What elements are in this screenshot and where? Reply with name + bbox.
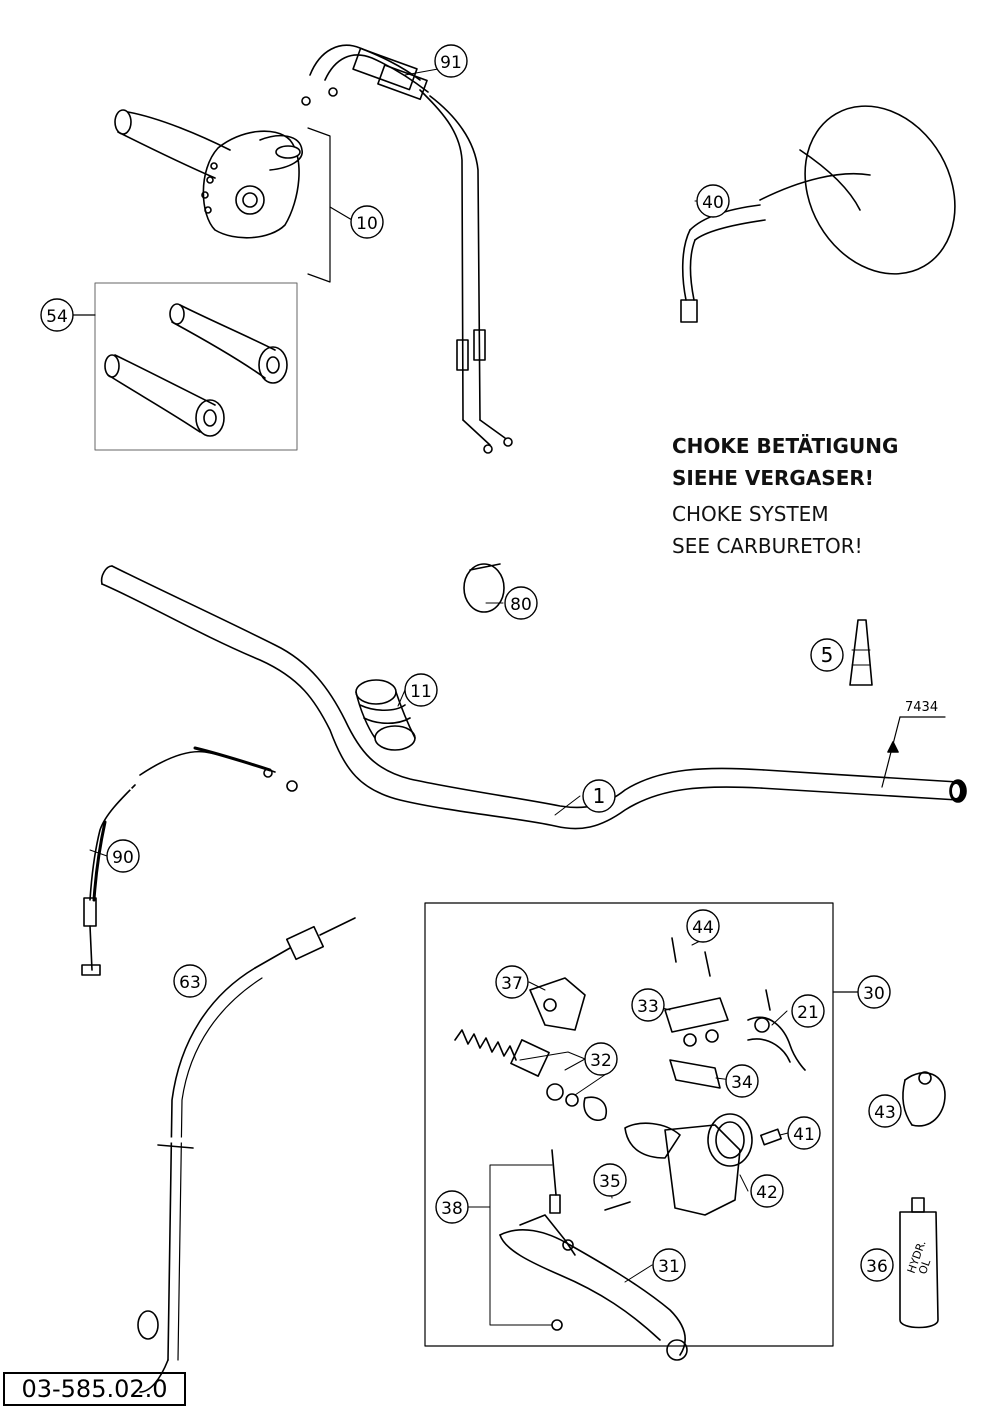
callout-layer: 1 5 10 11 21 30 31 32 33 34 35 36 37 38 40 41 42 43 44 54 63…	[40, 44, 902, 1282]
callout-circle	[434, 44, 468, 78]
callout-circle	[652, 1248, 686, 1282]
callout-number: 33	[637, 997, 659, 1017]
callout-number: 63	[179, 973, 201, 993]
callout-handlebar: 1	[582, 779, 616, 813]
callout-clamp-screw: 41	[787, 1116, 821, 1150]
callout-rubber-sleeve: 11	[404, 673, 438, 707]
callout-lever-pivot: 21	[791, 994, 825, 1028]
loctite-drawing	[849, 619, 873, 686]
callout-circle	[868, 1094, 902, 1128]
choke-note-en-line2: SEE CARBURETOR!	[672, 534, 863, 558]
callout-number: 38	[441, 1199, 463, 1219]
brake-line-drawing	[137, 917, 356, 1393]
callout-grip-set: 54	[40, 298, 74, 332]
callout-brake-lever: 31	[652, 1248, 686, 1282]
callout-clutch-cable: 90	[106, 839, 140, 873]
callout-circle	[857, 975, 891, 1009]
grip-set-drawing	[71, 282, 298, 451]
callout-number: 40	[702, 193, 724, 213]
callout-number: 11	[410, 682, 432, 702]
callout-circle	[173, 964, 207, 998]
callout-number: 37	[501, 974, 523, 994]
callout-number: 1	[593, 784, 606, 808]
mirror-clamp-drawing	[902, 1071, 946, 1127]
callout-number: 42	[756, 1183, 778, 1203]
callout-circle	[686, 909, 720, 943]
callout-hydraulic-oil: 36	[860, 1248, 894, 1282]
callout-number: 31	[658, 1257, 680, 1277]
callout-number: 34	[731, 1073, 753, 1093]
choke-note-en-line1: CHOKE SYSTEM	[672, 502, 829, 526]
hydraulic-oil-bottle-label-2: OL	[916, 1257, 934, 1276]
callout-lever-pin-set: 38	[435, 1190, 469, 1224]
part-ref-label: 7434	[905, 700, 939, 715]
callout-circle	[787, 1116, 821, 1150]
callout-diaphragm: 34	[725, 1064, 759, 1098]
callout-number: 91	[440, 53, 462, 73]
callout-adjuster-screw: 35	[593, 1163, 627, 1197]
callout-master-cylinder-body: 42	[750, 1174, 784, 1208]
callout-number: 54	[46, 307, 68, 327]
callout-number: 44	[692, 918, 714, 938]
callout-throttle-grip-assembly: 10	[350, 205, 384, 239]
part-ref-7434-drawing	[881, 716, 946, 788]
callout-cable-tie: 80	[504, 586, 538, 620]
callout-circle	[582, 779, 616, 813]
callout-number: 32	[590, 1051, 612, 1071]
callout-loctite-tube: 5	[810, 638, 844, 672]
callout-mirror-clamp: 43	[868, 1094, 902, 1128]
callout-circle	[106, 839, 140, 873]
document-code: 03-585.02.0	[3, 1372, 186, 1406]
callout-circle	[593, 1163, 627, 1197]
rubber-sleeve-drawing	[355, 679, 416, 751]
choke-note-de-line2: SIEHE VERGASER!	[672, 466, 874, 490]
callout-circle	[860, 1248, 894, 1282]
callout-brake-line: 63	[173, 964, 207, 998]
brake-assembly-drawing	[424, 902, 859, 1361]
callout-circle	[584, 1042, 618, 1076]
clutch-cable-drawing	[81, 746, 298, 976]
callout-number: 80	[510, 595, 532, 615]
callout-throttle-cables: 91	[434, 44, 468, 78]
callout-circle	[696, 184, 730, 218]
callout-brake-master-cylinder-assembly: 30	[857, 975, 891, 1009]
callout-number: 10	[356, 214, 378, 234]
callout-number: 41	[793, 1125, 815, 1145]
handlebar-drawing	[100, 565, 967, 830]
callout-circle	[504, 586, 538, 620]
callout-circle	[40, 298, 74, 332]
callout-mirror: 40	[696, 184, 730, 218]
callout-cover-screws: 44	[686, 909, 720, 943]
callout-circle	[631, 988, 665, 1022]
callout-circle	[810, 638, 844, 672]
callout-circle	[725, 1064, 759, 1098]
callout-number: 36	[866, 1257, 888, 1277]
callout-circle	[750, 1174, 784, 1208]
callout-piston-kit: 32	[584, 1042, 618, 1076]
callout-circle	[435, 1190, 469, 1224]
leader-lines	[89, 68, 841, 1283]
callout-number: 43	[874, 1103, 896, 1123]
callout-circle	[350, 205, 384, 239]
callout-reservoir-cover: 33	[631, 988, 665, 1022]
callout-number: 21	[797, 1003, 819, 1023]
cable-tie-drawing	[463, 563, 505, 613]
callout-circle	[791, 994, 825, 1028]
callout-circle	[495, 965, 529, 999]
callout-number: 90	[112, 848, 134, 868]
callout-lever-clamp: 37	[495, 965, 529, 999]
callout-circle	[404, 673, 438, 707]
throttle-cables-drawing	[301, 44, 513, 454]
throttle-grip-drawing	[114, 109, 353, 283]
choke-note-de-line1: CHOKE BETÄTIGUNG	[672, 434, 899, 458]
callout-number: 5	[821, 643, 834, 667]
callout-number: 35	[599, 1172, 621, 1192]
callout-number: 30	[863, 984, 885, 1004]
hydraulic-oil-drawing: HYDR. OL	[899, 1197, 939, 1329]
